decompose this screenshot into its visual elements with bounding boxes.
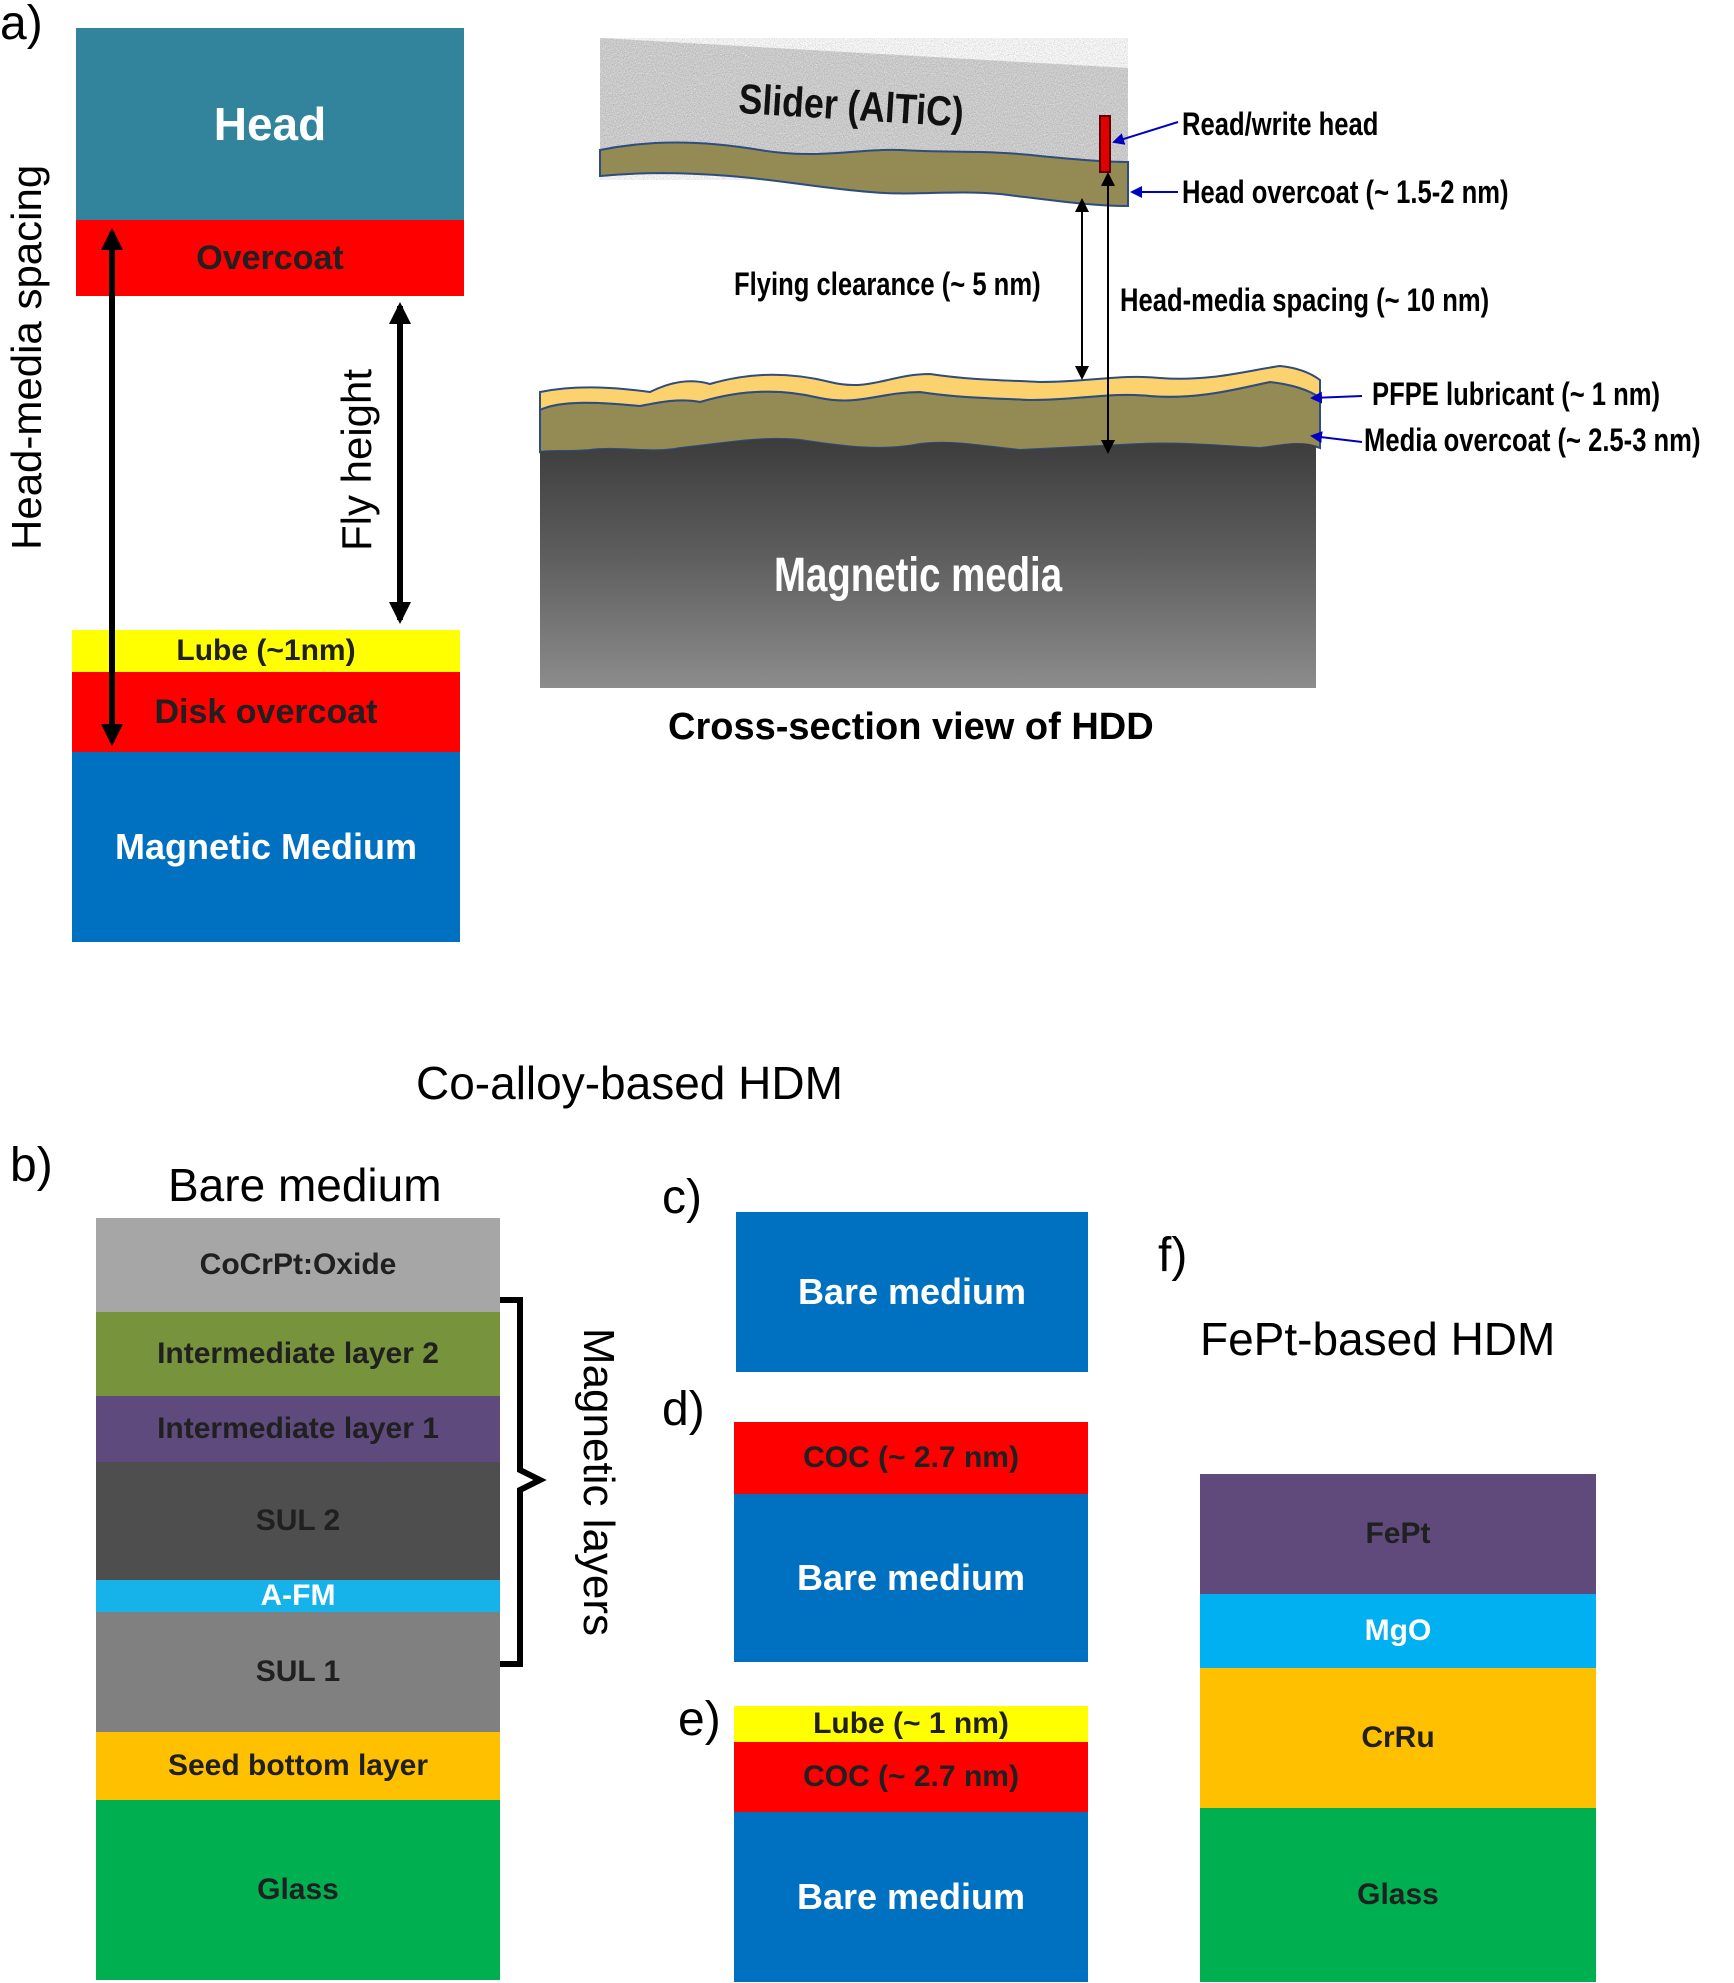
bare-medium-e-label: Bare medium (796, 1876, 1026, 1917)
magnetic-layers-brace (500, 1297, 547, 1667)
cocrpt-oxide-layer: CoCrPt:Oxide (96, 1218, 500, 1312)
a-fm-label: A-FM (260, 1579, 336, 1612)
crru-label: CrRu (1361, 1721, 1435, 1754)
slider-body (600, 38, 1128, 180)
sul-1-label: SUL 1 (255, 1655, 341, 1688)
lube-label: Lube (~1nm) (176, 634, 356, 667)
glass-layer-b: Glass (96, 1800, 500, 1980)
intermediate-layer-1: Intermediate layer 1 (96, 1396, 500, 1462)
lube-layer-e: Lube (~ 1 nm) (734, 1706, 1088, 1742)
coc-layer-e: COC (~ 2.7 nm) (734, 1742, 1088, 1812)
overcoat-label: Overcoat (196, 238, 344, 277)
fept-title: FePt-based HDM (1200, 1313, 1556, 1365)
lube-e-label: Lube (~ 1 nm) (813, 1707, 1009, 1740)
intermediate-layer-2: Intermediate layer 2 (96, 1312, 500, 1396)
lube-layer: Lube (~1nm) (72, 630, 460, 672)
bare-medium-d: Bare medium (734, 1494, 1088, 1662)
mgo-layer: MgO (1200, 1594, 1596, 1668)
glass-label-f: Glass (1357, 1878, 1439, 1911)
magnetic-medium-layer: Magnetic Medium (72, 752, 460, 942)
overcoat-layer: Overcoat (76, 220, 464, 296)
panel-e-label: e) (678, 1693, 721, 1746)
pfpe-lubricant-text: PFPE lubricant (~ 1 nm) (1372, 376, 1661, 412)
read-write-head (1099, 115, 1111, 173)
intermediate-layer-1-label: Intermediate layer 1 (157, 1412, 439, 1445)
bare-medium-c-label: Bare medium (797, 1271, 1027, 1312)
magnetic-layers-label: Magnetic layers (574, 1327, 623, 1637)
panel-b-title: Bare medium (168, 1159, 442, 1211)
fept-layer: FePt (1200, 1474, 1596, 1594)
glass-layer-f: Glass (1200, 1808, 1596, 1982)
head-overcoat-text: Head overcoat (~ 1.5-2 nm) (1182, 174, 1509, 210)
crru-layer: CrRu (1200, 1668, 1596, 1808)
head-media-spacing-10nm-text: Head-media spacing (~ 10 nm) (1120, 282, 1490, 318)
read-write-head-callout (1112, 121, 1179, 145)
media-overcoat-text: Media overcoat (~ 2.5-3 nm) (1364, 422, 1701, 458)
disk-overcoat-label: Disk overcoat (154, 692, 378, 731)
panel-d-label: d) (662, 1383, 705, 1436)
pfpe-lubricant-callout (1310, 391, 1363, 404)
panel-b-label: b) (10, 1139, 53, 1192)
magnetic-medium-label: Magnetic Medium (114, 826, 418, 867)
seed-bottom-layer: Seed bottom layer (96, 1732, 500, 1800)
magnetic-media-text: Magnetic media (774, 549, 1063, 602)
sul-2-layer: SUL 2 (96, 1462, 500, 1580)
sul-2-label: SUL 2 (255, 1504, 341, 1537)
disk-overcoat-layer: Disk overcoat (72, 672, 460, 752)
co-alloy-title: Co-alloy-based HDM (416, 1057, 843, 1109)
cross-section-caption: Cross-section view of HDD (668, 706, 1154, 748)
mgo-label: MgO (1364, 1614, 1432, 1647)
head-label: Head (213, 98, 327, 150)
coc-d-label: COC (~ 2.7 nm) (803, 1441, 1019, 1474)
read-write-head-text: Read/write head (1182, 106, 1379, 142)
cocrpt-oxide-label: CoCrPt:Oxide (199, 1248, 397, 1281)
head-overcoat-layer (599, 141, 1129, 208)
coc-layer-d: COC (~ 2.7 nm) (734, 1422, 1088, 1494)
seed-bottom-label: Seed bottom layer (167, 1749, 429, 1782)
head-layer: Head (76, 28, 464, 220)
media-overcoat-callout (1310, 431, 1363, 444)
panel-f-label: f) (1158, 1229, 1188, 1282)
a-fm-layer: A-FM (96, 1579, 500, 1612)
sul-1-layer: SUL 1 (96, 1612, 500, 1732)
panel-c-label: c) (662, 1171, 702, 1224)
bare-medium-e: Bare medium (734, 1812, 1088, 1982)
magnetic-media-body (540, 438, 1316, 688)
glass-label-b: Glass (257, 1873, 339, 1906)
bare-medium-c: Bare medium (736, 1212, 1088, 1372)
panel-a-label: a) (0, 0, 43, 50)
coc-e-label: COC (~ 2.7 nm) (803, 1760, 1019, 1793)
bare-medium-d-label: Bare medium (796, 1557, 1026, 1598)
flying-clearance-text: Flying clearance (~ 5 nm) (734, 266, 1041, 302)
intermediate-layer-2-label: Intermediate layer 2 (157, 1337, 439, 1370)
fept-label: FePt (1365, 1517, 1431, 1550)
